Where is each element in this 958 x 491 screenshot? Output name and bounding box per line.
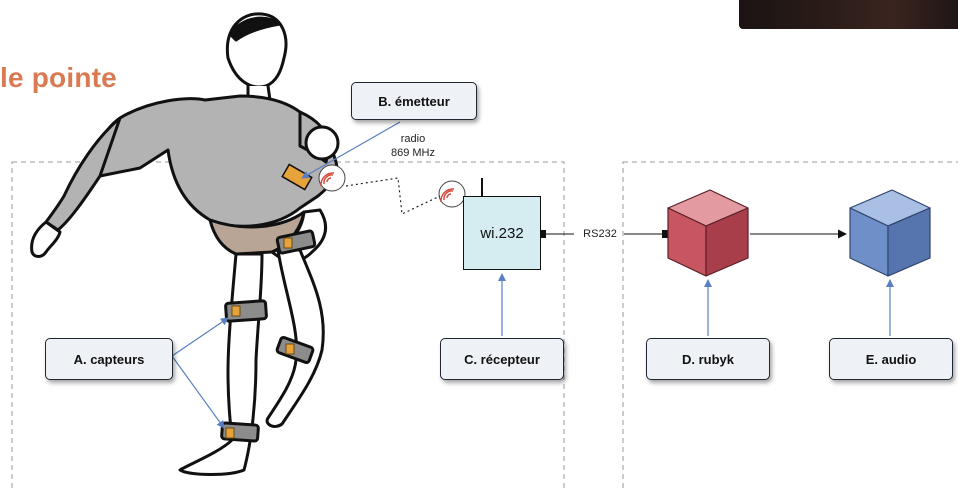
radio-label-line1: radio bbox=[400, 133, 426, 145]
cube-icon bbox=[667, 189, 749, 277]
receiver-device: wi.232 bbox=[463, 196, 541, 270]
arrow-sensor-knee bbox=[171, 317, 229, 357]
port-out bbox=[539, 230, 546, 238]
box-sensors: A. capteurs bbox=[45, 338, 173, 380]
receiver-label: wi.232 bbox=[480, 224, 524, 242]
processing-zone-frame bbox=[622, 161, 958, 491]
sensor-chips bbox=[225, 163, 313, 439]
arrow-emitter bbox=[301, 121, 401, 179]
box-audio: E. audio bbox=[829, 338, 953, 380]
box-rubyk: D. rubyk bbox=[646, 338, 770, 380]
port-in bbox=[662, 230, 669, 238]
box-emitter: B. émetteur bbox=[351, 82, 477, 120]
radio-wave-icon bbox=[438, 180, 466, 208]
radio-label-line2: 869 MHz bbox=[390, 147, 436, 159]
radio-label: radio 869 MHz bbox=[378, 132, 448, 160]
capture-zone-frame bbox=[11, 161, 565, 491]
radio-link bbox=[345, 177, 441, 215]
arrow-sensor-ankle bbox=[171, 355, 225, 429]
cube-icon bbox=[849, 189, 931, 277]
photo-strip bbox=[739, 0, 958, 29]
rs232-label: RS232 bbox=[583, 228, 617, 240]
box-receiver: C. récepteur bbox=[440, 338, 564, 380]
radio-wave-icon bbox=[318, 164, 346, 192]
human-figure bbox=[30, 12, 340, 476]
page-title: le pointe bbox=[0, 62, 117, 93]
